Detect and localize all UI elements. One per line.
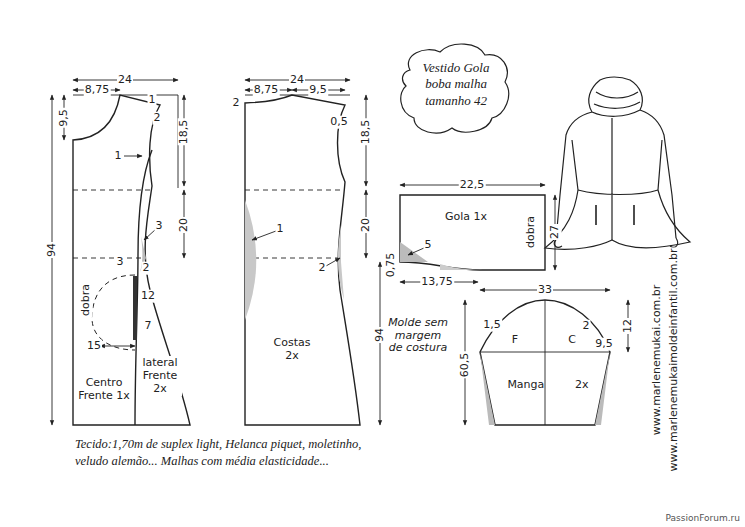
dimension: 8,75 xyxy=(253,84,280,97)
pattern-line xyxy=(100,346,135,347)
leader-lines xyxy=(124,156,424,266)
pattern-line xyxy=(245,200,256,320)
fold-mark: dobra xyxy=(525,215,538,249)
dimension: 22,5 xyxy=(459,179,486,192)
piece-name: Costas 2x xyxy=(266,336,318,362)
callout-number: 3 xyxy=(116,256,125,269)
pattern-line xyxy=(73,95,178,188)
pattern-line xyxy=(52,95,53,425)
part-letter: F xyxy=(511,334,519,347)
dimension: 12 xyxy=(622,318,635,334)
pattern-line xyxy=(440,264,500,270)
pattern-line xyxy=(124,156,142,157)
dimension: 94 xyxy=(46,242,59,258)
callout-number: 1,5 xyxy=(482,319,502,332)
pattern-piece-label: lateral Frente 2x xyxy=(138,356,182,396)
pattern-line xyxy=(589,77,643,116)
dimension: 60,5 xyxy=(459,352,472,379)
pattern-line xyxy=(133,276,137,340)
callout-number: 2 xyxy=(232,97,241,110)
dimension-lines xyxy=(52,80,628,425)
dimension: 13,75 xyxy=(420,276,454,289)
pattern-line xyxy=(480,300,610,425)
callout-number: 2 xyxy=(142,262,151,275)
pattern-line xyxy=(480,300,610,425)
dimension: 18,5 xyxy=(360,119,373,146)
dimension: 24 xyxy=(117,74,133,87)
pattern-line xyxy=(578,118,658,240)
pattern-line xyxy=(554,238,677,247)
dimension: 33 xyxy=(537,284,553,297)
callout-number: 1 xyxy=(114,150,123,163)
piece-name: Manga xyxy=(507,378,544,391)
callout-number: 2 xyxy=(153,112,162,125)
pattern-line xyxy=(252,231,276,240)
dimension: 7 xyxy=(144,320,153,333)
dimension: 20 xyxy=(360,217,373,233)
pattern-line xyxy=(326,258,340,266)
callout-number: 0,5 xyxy=(329,116,349,129)
pattern-line xyxy=(594,92,640,108)
pattern-line xyxy=(380,262,381,425)
dimension: 8,75 xyxy=(84,84,111,97)
pattern-line xyxy=(480,352,610,425)
callout-number: 2 xyxy=(318,262,327,275)
dimension: 12 xyxy=(140,290,156,303)
back-piece xyxy=(245,95,360,425)
sleeve-piece xyxy=(480,300,610,425)
pattern-line xyxy=(596,205,634,225)
pattern-line xyxy=(73,190,150,258)
title-text: Vestido Gola boba malha tamanho 42 xyxy=(408,60,504,109)
fabric-note: Tecido:1,70m de suplex light, Helanca pi… xyxy=(75,436,375,470)
callout-number: 1 xyxy=(148,94,157,107)
pattern-piece-label: Manga 2x xyxy=(492,378,604,391)
pattern-piece-label: Costas 2x xyxy=(266,336,318,362)
pattern-line xyxy=(338,225,344,300)
pattern-line xyxy=(408,248,424,255)
title-cloud xyxy=(401,44,509,133)
dimension: 15 xyxy=(86,340,102,353)
part-letter: C xyxy=(567,334,577,347)
dimension: 9,5 xyxy=(308,84,328,97)
pattern-line xyxy=(245,190,340,258)
pattern-piece-label: Centro Frente 1x xyxy=(76,376,132,402)
piece-name: Centro Frente 1x xyxy=(76,376,132,402)
website: www.marlenemukaimoldeinfantil.com.br xyxy=(668,248,681,473)
callout-number: 3 xyxy=(155,220,164,233)
dimension: 9,5 xyxy=(58,108,71,128)
pattern-piece-label: Gola 1x xyxy=(440,210,492,223)
dimension: 24 xyxy=(289,74,305,87)
collar-piece xyxy=(400,195,545,270)
pattern-line xyxy=(401,44,509,133)
dimension: 18,5 xyxy=(178,119,191,146)
pattern-line xyxy=(245,95,360,425)
dimension: 20 xyxy=(178,217,191,233)
note: Molde sem margem de costura xyxy=(386,317,450,355)
dimension: 94 xyxy=(374,327,387,343)
pattern-line xyxy=(556,110,676,240)
dimension: 0,75 xyxy=(385,252,398,279)
dimension: 9,5 xyxy=(594,338,614,351)
fold-mark: dobra xyxy=(80,283,93,317)
piece-name: Gola 1x xyxy=(440,210,492,223)
piece-name: 2x xyxy=(575,378,589,391)
dress-illustration xyxy=(545,77,690,249)
pattern-line xyxy=(400,195,545,270)
dimension: 27 xyxy=(549,224,562,240)
pattern-line xyxy=(73,95,190,425)
callout-number: 1 xyxy=(276,223,285,236)
front-piece xyxy=(73,95,190,425)
website: www.marlenemukai.com.br xyxy=(651,284,664,437)
watermark: PassionForum.ru xyxy=(665,513,741,523)
callout-number: 5 xyxy=(424,239,433,252)
callout-number: 2 xyxy=(582,320,591,333)
piece-name: lateral Frente 2x xyxy=(138,356,182,396)
